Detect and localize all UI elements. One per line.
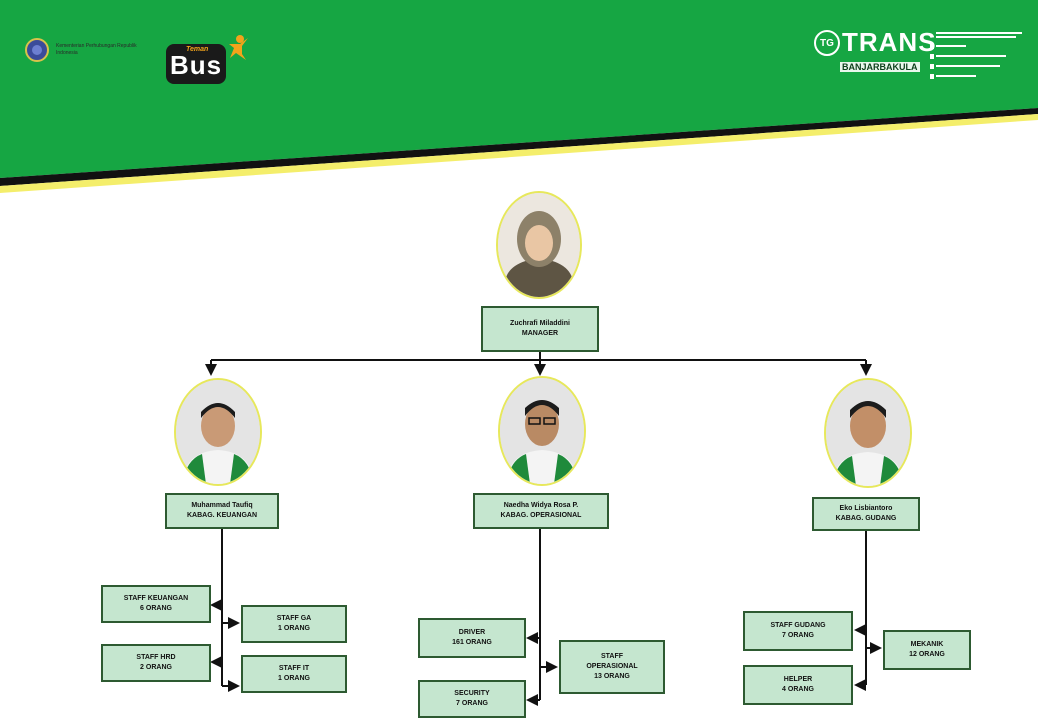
temanbus-logo bbox=[166, 44, 226, 84]
staff-operasional-box: STAFF OPERASIONAL 13 ORANG bbox=[559, 640, 665, 694]
staff-count: 7 ORANG bbox=[456, 700, 488, 707]
head-operasional-photo bbox=[498, 376, 586, 486]
staff-count: 4 ORANG bbox=[782, 686, 814, 693]
staff-title: HELPER bbox=[783, 676, 813, 683]
trans-logo-sub: BANJARBAKULA bbox=[840, 62, 920, 72]
head-keuangan-avatar-icon bbox=[176, 380, 260, 484]
staff-title: MEKANIK bbox=[910, 641, 944, 648]
staff-gudang-box: STAFF GUDANG 7 ORANG bbox=[743, 611, 853, 651]
trans-logo-big: TRANS bbox=[842, 27, 937, 57]
manager-name: Zuchrafi Miladdini bbox=[510, 320, 570, 327]
staff-title: STAFF IT bbox=[278, 665, 310, 672]
manager-avatar-icon bbox=[498, 193, 580, 297]
staff-driver-box: DRIVER 161 ORANG bbox=[418, 618, 526, 658]
head-keuangan-role: KABAG. KEUANGAN bbox=[187, 512, 257, 519]
manager-photo bbox=[496, 191, 582, 299]
head-operasional-box: Naedha Widya Rosa P. KABAG. OPERASIONAL bbox=[473, 493, 609, 529]
trans-contact-lines bbox=[930, 30, 1028, 92]
staff-title: STAFF OPERASIONAL bbox=[586, 653, 638, 670]
head-operasional-role: KABAG. OPERASIONAL bbox=[500, 512, 582, 519]
head-gudang-role: KABAG. GUDANG bbox=[835, 515, 897, 522]
head-keuangan-photo bbox=[174, 378, 262, 486]
staff-title: STAFF KEUANGAN bbox=[123, 595, 189, 602]
head-keuangan-box: Muhammad Taufiq KABAG. KEUANGAN bbox=[165, 493, 279, 529]
staff-helper-box: HELPER 4 ORANG bbox=[743, 665, 853, 705]
head-keuangan-name: Muhammad Taufiq bbox=[191, 502, 253, 509]
head-operasional-name: Naedha Widya Rosa P. bbox=[503, 502, 579, 509]
staff-title: STAFF GA bbox=[276, 615, 312, 622]
head-gudang-box: Eko Lisbiantoro KABAG. GUDANG bbox=[812, 497, 920, 531]
staff-keuangan-box: STAFF KEUANGAN 6 ORANG bbox=[101, 585, 211, 623]
temanbus-logo-big: Bus bbox=[170, 50, 223, 80]
staff-title: STAFF HRD bbox=[136, 654, 176, 661]
staff-title: SECURITY bbox=[454, 690, 490, 697]
staff-count: 1 ORANG bbox=[278, 675, 310, 682]
ministry-logo-icon bbox=[25, 38, 49, 62]
banner-shape bbox=[0, 0, 1038, 193]
staff-title: DRIVER bbox=[458, 629, 486, 636]
staff-count: 7 ORANG bbox=[782, 632, 814, 639]
staff-hrd-box: STAFF HRD 2 ORANG bbox=[101, 644, 211, 682]
staff-count: 2 ORANG bbox=[140, 664, 172, 671]
manager-role: MANAGER bbox=[521, 330, 559, 337]
staff-count: 1 ORANG bbox=[278, 625, 310, 632]
staff-ga-box: STAFF GA 1 ORANG bbox=[241, 605, 347, 643]
header-banner bbox=[0, 0, 1038, 200]
staff-count: 13 ORANG bbox=[594, 673, 630, 680]
head-operasional-avatar-icon bbox=[500, 378, 584, 484]
temanbus-figure-icon bbox=[226, 34, 250, 60]
staff-mekanik-box: MEKANIK 12 ORANG bbox=[883, 630, 971, 670]
trans-logo-badge: TG bbox=[814, 30, 840, 56]
head-gudang-photo bbox=[824, 378, 912, 488]
staff-count: 6 ORANG bbox=[140, 605, 172, 612]
head-gudang-name: Eko Lisbiantoro bbox=[839, 505, 893, 512]
staff-count: 12 ORANG bbox=[909, 651, 945, 658]
staff-title: STAFF GUDANG bbox=[770, 622, 826, 629]
ministry-name: Kementerian Perhubungan Republik Indones… bbox=[56, 43, 137, 56]
staff-security-box: SECURITY 7 ORANG bbox=[418, 680, 526, 718]
staff-count: 161 ORANG bbox=[452, 639, 492, 646]
head-gudang-avatar-icon bbox=[826, 380, 910, 486]
staff-it-box: STAFF IT 1 ORANG bbox=[241, 655, 347, 693]
temanbus-logo-small: Teman bbox=[186, 46, 209, 53]
trans-logo-mark: TG bbox=[820, 37, 834, 49]
manager-box: Zuchrafi Miladdini MANAGER bbox=[481, 306, 599, 352]
